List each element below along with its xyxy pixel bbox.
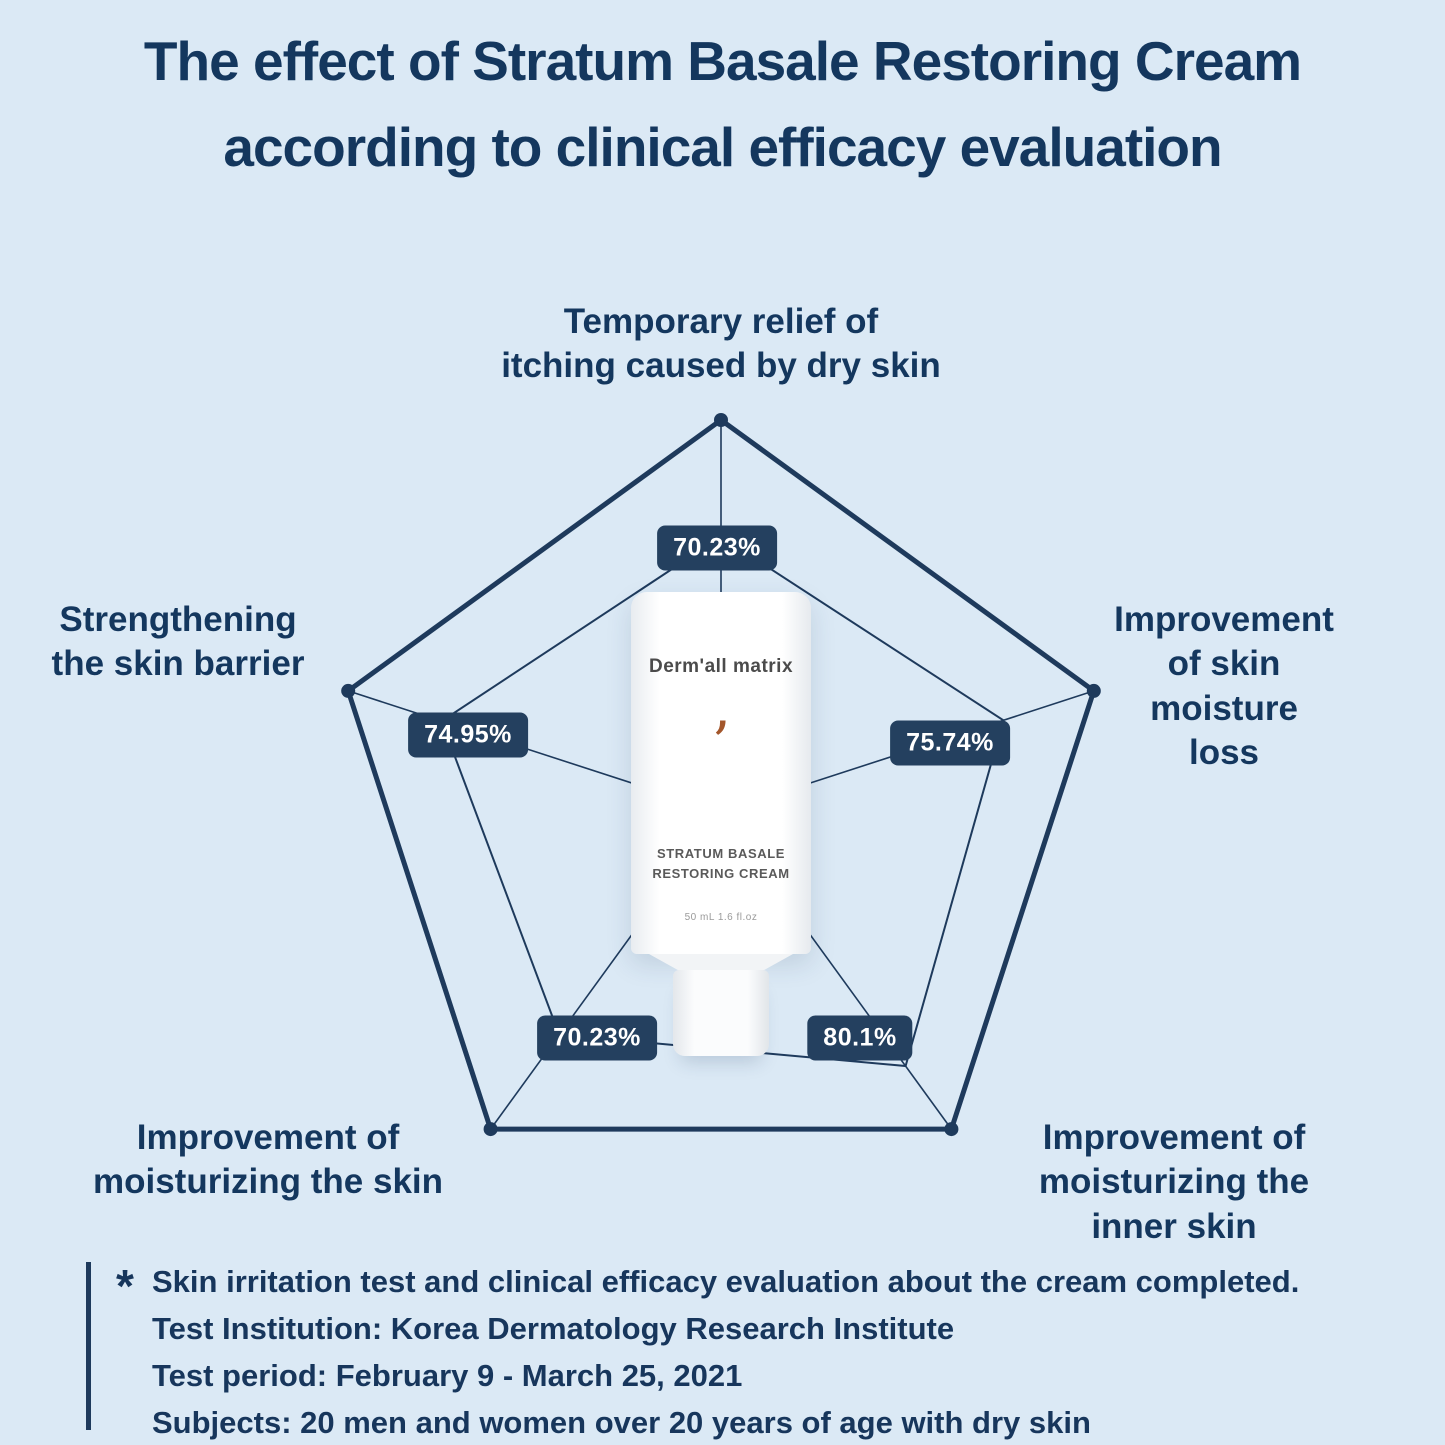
product-volume: 50 mL 1.6 fl.oz <box>684 912 758 923</box>
comma-logo-icon: ’ <box>711 709 731 777</box>
footnote-line-period: Test period: February 9 - March 25, 2021 <box>152 1358 743 1393</box>
product-tube-shoulder <box>649 954 793 970</box>
page-title-line-1: The effect of Stratum Basale Restoring C… <box>143 30 1302 92</box>
footnote-line-completed: * Skin irritation test and clinical effi… <box>116 1258 1376 1312</box>
value-badge-moisture-loss: 75.74% <box>890 720 1010 766</box>
axis-label-moisture-loss: Improvement of skin moisture loss <box>1114 600 1334 773</box>
asterisk-icon: * <box>116 1260 134 1312</box>
axis-label-skin-barrier: Strengthening the skin barrier <box>51 600 305 684</box>
footnote-line-completed-text: Skin irritation test and clinical effica… <box>152 1264 1300 1299</box>
radar-vertex-dots <box>341 413 1101 1137</box>
value-badge-skin-barrier: 74.95% <box>408 712 528 758</box>
axis-label-inner-skin-moisturizing: Improvement of moisturizing the inner sk… <box>1038 1118 1310 1246</box>
page-title-line-2: according to clinical efficacy evaluatio… <box>223 116 1222 178</box>
radar-outer-pentagon <box>345 417 1097 1132</box>
product-name: STRATUM BASALE RESTORING CREAM <box>652 846 790 882</box>
footnote-line-subjects: Subjects: 20 men and women over 20 years… <box>152 1405 1091 1440</box>
value-badge-skin-moisturizing: 70.23% <box>537 1015 657 1061</box>
product-tube-body: Derm'all matrix ’ STRATUM BASALE RESTORI… <box>631 592 811 954</box>
page-title: The effect of Stratum Basale Restoring C… <box>0 18 1445 190</box>
product-tube-cap <box>673 970 769 1056</box>
footnote-divider-bar <box>86 1262 91 1430</box>
footnote-block: * Skin irritation test and clinical effi… <box>116 1258 1376 1445</box>
value-badge-inner-skin-moisturizing: 80.1% <box>807 1015 913 1061</box>
axis-label-skin-moisturizing: Improvement of moisturizing the skin <box>92 1118 444 1202</box>
footnote-line-institution: Test Institution: Korea Dermatology Rese… <box>152 1311 955 1346</box>
product-brand: Derm'all matrix <box>648 656 794 677</box>
product-image: Derm'all matrix ’ STRATUM BASALE RESTORI… <box>631 592 811 1062</box>
axis-label-itching-relief: Temporary relief of itching caused by dr… <box>501 302 941 386</box>
value-badge-itching-relief: 70.23% <box>657 525 777 571</box>
